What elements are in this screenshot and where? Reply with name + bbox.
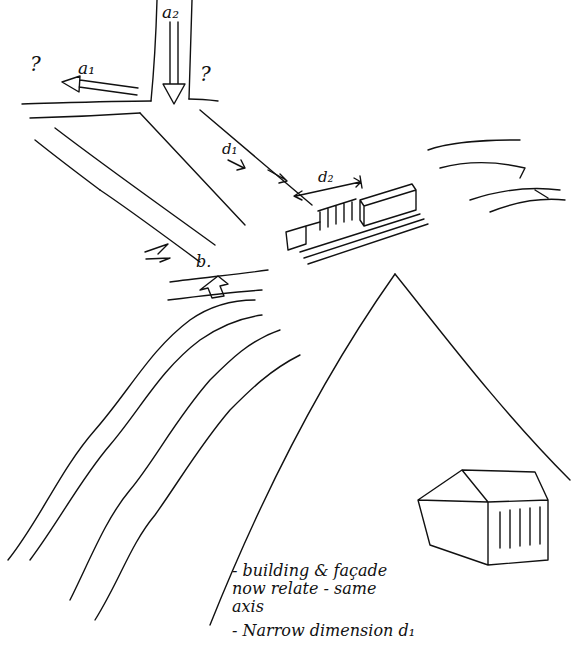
building-outline: [360, 184, 416, 226]
road-edge: [428, 140, 520, 150]
barn-hatch: [500, 507, 540, 548]
road-edge: [440, 163, 525, 178]
colonnade: [318, 199, 356, 230]
road-edge: [22, 101, 151, 104]
dimension-arrow: [228, 160, 287, 183]
sketch-label: ?: [30, 52, 41, 76]
steps: [300, 214, 428, 264]
view-arrow: [145, 244, 170, 262]
road-edge: [189, 99, 218, 101]
sketch-label: d₂: [318, 168, 334, 186]
sketch-label: b.: [196, 252, 211, 271]
street-edge: [151, 0, 157, 101]
block-edge: [35, 140, 100, 190]
river-bank: [8, 300, 255, 560]
sketch-note: - Narrow dimension d₁: [232, 622, 552, 640]
block-edge: [55, 128, 215, 245]
block-edge: [100, 190, 200, 262]
movement-arrow: [163, 22, 185, 104]
road-edge: [30, 113, 140, 118]
sketch-label: ?: [200, 62, 211, 86]
street-edge: [189, 0, 192, 99]
sketch-lines: [8, 0, 570, 625]
building-outline: [286, 222, 320, 250]
sketch-label: a₂: [162, 2, 179, 22]
road-edge: [470, 188, 565, 212]
sketch-label: a₁: [78, 58, 95, 78]
block-edge: [140, 113, 245, 225]
barn: [418, 470, 548, 565]
river-bank: [70, 330, 280, 600]
river-bank: [395, 274, 570, 480]
river-bank: [30, 315, 262, 560]
block-edge: [200, 110, 312, 205]
sketch-label: d₁: [222, 140, 238, 158]
road-edge: [168, 290, 262, 300]
movement-arrow: [62, 76, 138, 95]
sketch-note: - building & façade now relate - same ax…: [232, 562, 412, 616]
road-edge: [170, 270, 268, 282]
